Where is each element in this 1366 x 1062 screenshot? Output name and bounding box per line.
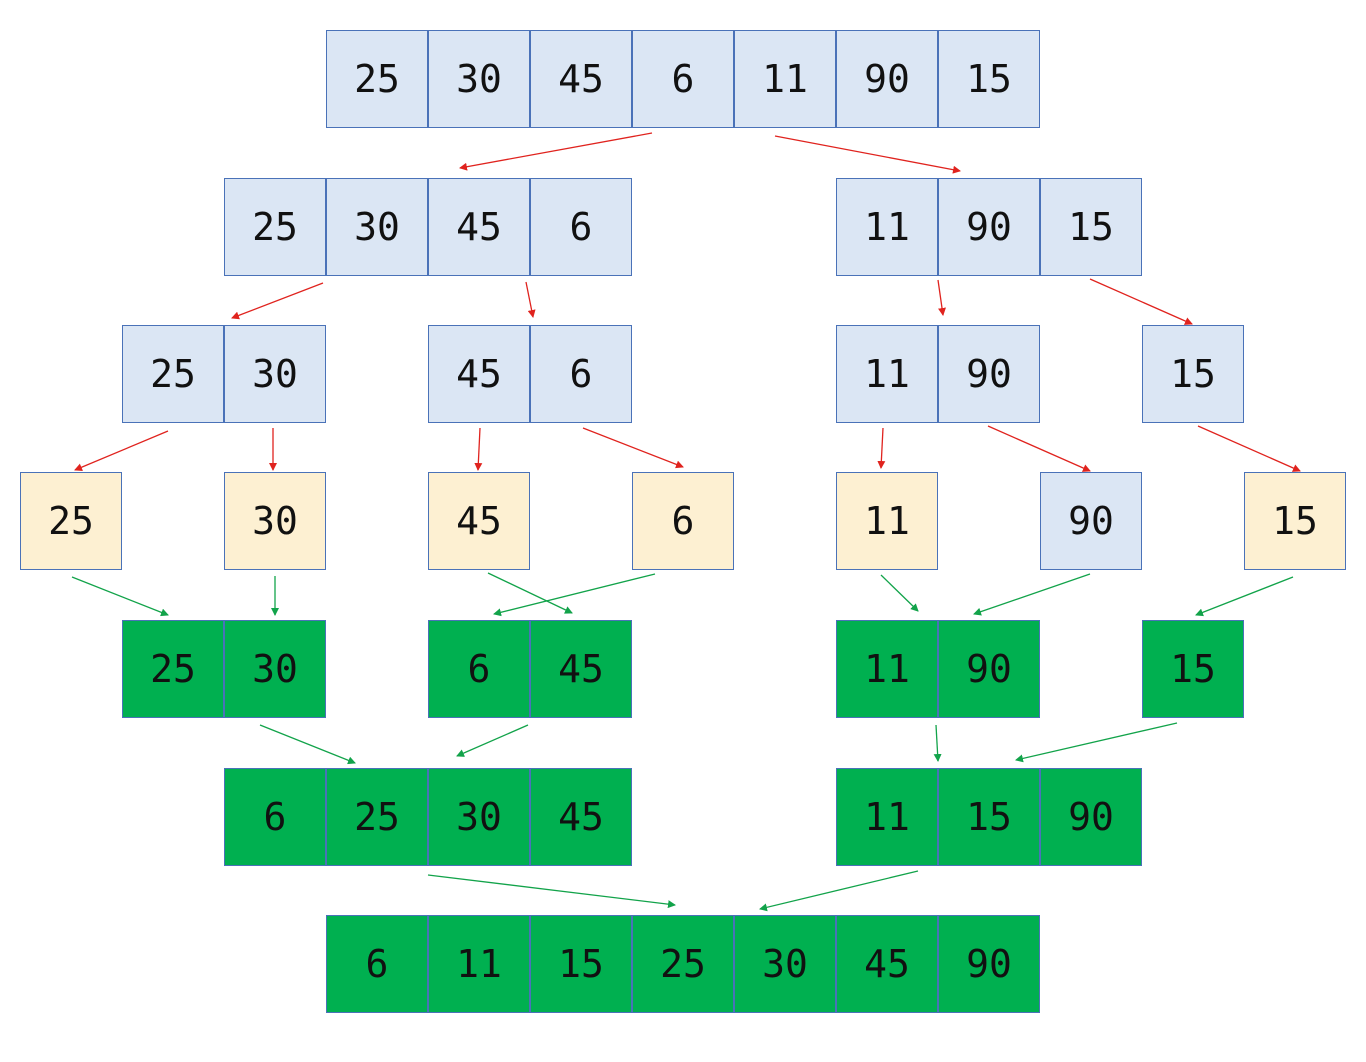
- cell-merge-level-2-g0-2: 30: [428, 768, 530, 866]
- merge-arrow-24: [427, 874, 676, 909]
- cell-merge-level-2-g0-0: 6: [224, 768, 326, 866]
- merge-arrow-18: [973, 573, 1091, 616]
- cell-merge-level-2-g1-1: 15: [938, 768, 1040, 866]
- cell-split-level-2-g0-1: 30: [224, 325, 326, 423]
- cell-input-array-g0-1: 30: [428, 30, 530, 128]
- cell-merge-level-2-g0-3: 45: [530, 768, 632, 866]
- cell-split-level-2-g2-1: 90: [938, 325, 1040, 423]
- cell-merge-level-1-g1-0: 6: [428, 620, 530, 718]
- cell-input-array-g0-2: 45: [530, 30, 632, 128]
- cell-single-elements-g1-0: 30: [224, 472, 326, 570]
- cell-split-level-2-g1-0: 45: [428, 325, 530, 423]
- cell-sorted-array-g0-1: 11: [428, 915, 530, 1013]
- cell-single-elements-g0-0: 25: [20, 472, 122, 570]
- cell-input-array-g0-3: 6: [632, 30, 734, 128]
- cell-split-level-2-g0-0: 25: [122, 325, 224, 423]
- cell-merge-level-1-g2-1: 90: [938, 620, 1040, 718]
- merge-arrow-15: [487, 572, 573, 614]
- split-arrow-1: [774, 135, 961, 174]
- cell-sorted-array-g0-6: 90: [938, 915, 1040, 1013]
- merge-arrow-13: [71, 576, 169, 617]
- cell-merge-level-2-g1-0: 11: [836, 768, 938, 866]
- cell-sorted-array-g0-4: 30: [734, 915, 836, 1013]
- cell-sorted-array-g0-0: 6: [326, 915, 428, 1013]
- merge-arrow-22: [933, 724, 942, 762]
- split-arrow-9: [582, 427, 684, 469]
- merge-arrow-25: [759, 870, 919, 912]
- cell-split-level-1-g0-1: 30: [326, 178, 428, 276]
- cell-merge-level-2-g1-2: 90: [1040, 768, 1142, 866]
- cell-sorted-array-g0-5: 45: [836, 915, 938, 1013]
- merge-arrow-21: [456, 724, 529, 757]
- cell-sorted-array-g0-2: 15: [530, 915, 632, 1013]
- merge-arrow-16: [493, 573, 656, 617]
- cell-input-array-g0-6: 15: [938, 30, 1040, 128]
- cell-split-level-1-g1-0: 11: [836, 178, 938, 276]
- cell-single-elements-g5-0: 90: [1040, 472, 1142, 570]
- cell-split-level-1-g0-0: 25: [224, 178, 326, 276]
- cell-split-level-1-g0-2: 45: [428, 178, 530, 276]
- cell-split-level-1-g1-2: 15: [1040, 178, 1142, 276]
- merge-arrow-23: [1015, 722, 1178, 763]
- cell-split-level-2-g3-0: 15: [1142, 325, 1244, 423]
- cell-split-level-2-g1-1: 6: [530, 325, 632, 423]
- cell-single-elements-g4-0: 11: [836, 472, 938, 570]
- cell-merge-level-1-g0-1: 30: [224, 620, 326, 718]
- split-arrow-12: [1197, 425, 1301, 472]
- cell-input-array-g0-0: 25: [326, 30, 428, 128]
- cell-merge-level-1-g2-0: 11: [836, 620, 938, 718]
- split-arrow-0: [459, 132, 653, 171]
- merge-arrow-19: [1195, 576, 1294, 617]
- cell-split-level-2-g2-0: 11: [836, 325, 938, 423]
- cell-input-array-g0-5: 90: [836, 30, 938, 128]
- cell-merge-level-1-g0-0: 25: [122, 620, 224, 718]
- split-arrow-5: [1089, 278, 1193, 325]
- cell-merge-level-1-g3-0: 15: [1142, 620, 1244, 718]
- split-arrow-8: [474, 427, 483, 471]
- cell-single-elements-g2-0: 45: [428, 472, 530, 570]
- cell-merge-level-1-g1-1: 45: [530, 620, 632, 718]
- split-arrow-2: [231, 282, 324, 320]
- cell-split-level-1-g0-3: 6: [530, 178, 632, 276]
- split-arrow-10: [877, 427, 886, 469]
- cell-single-elements-g6-0: 15: [1244, 472, 1346, 570]
- cell-sorted-array-g0-3: 25: [632, 915, 734, 1013]
- split-arrow-4: [937, 279, 946, 316]
- cell-split-level-1-g1-1: 90: [938, 178, 1040, 276]
- merge-arrow-20: [259, 724, 356, 765]
- cell-single-elements-g3-0: 6: [632, 472, 734, 570]
- merge-arrow-17: [880, 574, 919, 612]
- cell-merge-level-2-g0-1: 25: [326, 768, 428, 866]
- split-arrow-6: [74, 430, 169, 471]
- cell-input-array-g0-4: 11: [734, 30, 836, 128]
- split-arrow-11: [987, 425, 1091, 472]
- split-arrow-3: [525, 281, 536, 318]
